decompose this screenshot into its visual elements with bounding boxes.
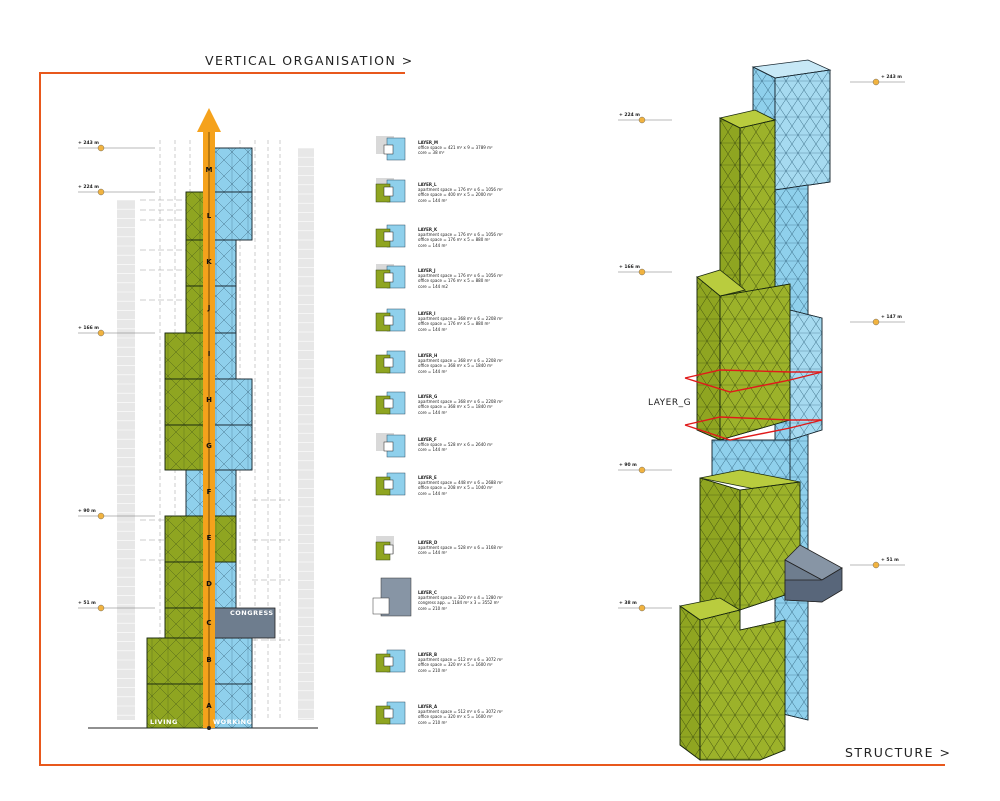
structure-level-symbols — [638, 78, 880, 612]
layer-letter-e: E — [206, 534, 212, 542]
layer-letter-a: A — [206, 702, 212, 710]
layer-g-label: LAYER_G — [648, 398, 692, 408]
structure-congress — [784, 544, 843, 603]
layer-plan-layer-h — [375, 350, 406, 374]
layer-plan-layer-f — [376, 433, 406, 458]
structure-heading: STRUCTURE > — [845, 745, 952, 760]
layer-g-highlight — [684, 369, 823, 441]
level-mark-symbols — [97, 144, 105, 612]
layer-letter-m: M — [205, 166, 213, 174]
congress-block — [208, 607, 276, 639]
layer-plan-layer-b — [375, 649, 406, 673]
layer-plan-layer-m — [376, 136, 406, 161]
level-label-90: + 90 m — [78, 509, 96, 514]
layer-letter-d: D — [206, 580, 212, 588]
structure-level-38: + 38 m — [619, 601, 637, 606]
structure-upper-living — [696, 109, 791, 441]
layer-letter-k: K — [206, 258, 212, 266]
structure-level-243: + 243 m — [881, 75, 902, 80]
level-label-243: + 243 m — [78, 141, 99, 146]
working-tag: WORKING — [213, 718, 253, 726]
structure-level-224: + 224 m — [619, 113, 640, 118]
structure-level-51: + 51 m — [881, 558, 899, 563]
layer-letter-l: L — [206, 212, 212, 220]
circulation-arrow — [197, 108, 221, 730]
layer-letter-h: H — [206, 396, 212, 404]
dashed-ticks — [140, 199, 290, 641]
vertical-organisation-heading: VERTICAL ORGANISATION > — [205, 53, 414, 68]
congress-tag: CONGRESS — [230, 609, 274, 617]
floor-column-left — [117, 200, 135, 720]
level-label-51: + 51 m — [78, 601, 96, 606]
layer-letter-b: B — [206, 656, 212, 664]
layer-letter-j: J — [207, 304, 211, 312]
structure-level-90: + 90 m — [619, 463, 637, 468]
layer-plan-layer-d — [375, 536, 394, 561]
layer-letter-f: F — [206, 488, 212, 496]
level-label-166: + 166 m — [78, 326, 99, 331]
structure-level-166: + 166 m — [619, 265, 640, 270]
layer-letter-i: I — [207, 350, 211, 358]
layer-plan-layer-c — [372, 577, 412, 617]
layer-plan-layer-e — [375, 472, 406, 496]
layer-plan-layer-a — [375, 701, 406, 725]
floor-column-right — [298, 148, 314, 720]
frame-line-top-left — [39, 72, 945, 766]
layer-plan-layer-l — [375, 178, 406, 203]
living-tag: LIVING — [150, 718, 178, 726]
layer-plan-layer-k — [375, 224, 406, 248]
level-label-224: + 224 m — [78, 185, 99, 190]
layer-plan-layer-j — [375, 264, 406, 289]
layer-plan-layer-g — [375, 391, 406, 415]
level-mark-lines — [78, 147, 155, 609]
layer-plan-layer-i — [375, 308, 406, 332]
layer-letter-c: C — [206, 619, 212, 627]
layer-letter-g: G — [206, 442, 212, 450]
structure-level-147: + 147 m — [881, 315, 902, 320]
